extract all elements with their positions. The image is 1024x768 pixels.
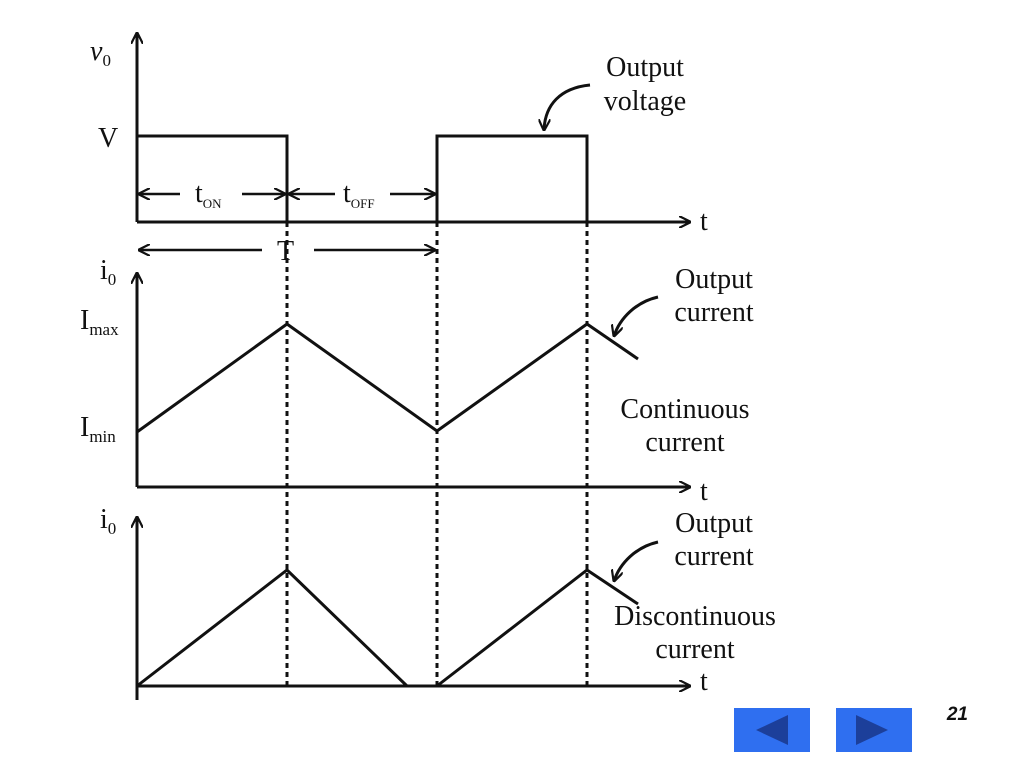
continuous-x-axis-label: t [700,476,708,507]
timing-guide-lines [285,222,589,686]
output-voltage-callout-arrow [544,83,591,130]
voltage-pulse-1 [137,134,289,222]
continuous-current-waveform [136,322,639,434]
previous-slide-button[interactable] [734,708,810,752]
right-triangle-icon [856,715,888,745]
discontinuous-x-axis-label: t [700,666,708,697]
imax-label: Imax [80,305,119,339]
continuous-y-axis-label: i0 [100,255,116,289]
voltage-level-label: V [98,123,118,154]
voltage-x-axis-label: t [700,206,708,237]
voltage-y-axis-label: v0 [90,36,111,70]
next-slide-button[interactable] [836,708,912,752]
left-triangle-icon [756,715,788,745]
discontinuous-current-waveform-1 [136,568,409,688]
discontinuous-y-axis-label: i0 [100,504,116,538]
imin-label: Imin [80,412,116,446]
voltage-pulse-2 [435,134,589,222]
discontinuous-current-waveform-2 [436,568,639,688]
page-number: 21 [946,704,968,725]
continuous-output-current-callout-arrow [614,295,659,336]
discontinuous-output-current-callout-arrow [614,540,659,581]
t-on-label: tON [195,178,222,211]
t-off-label: tOFF [343,178,375,211]
